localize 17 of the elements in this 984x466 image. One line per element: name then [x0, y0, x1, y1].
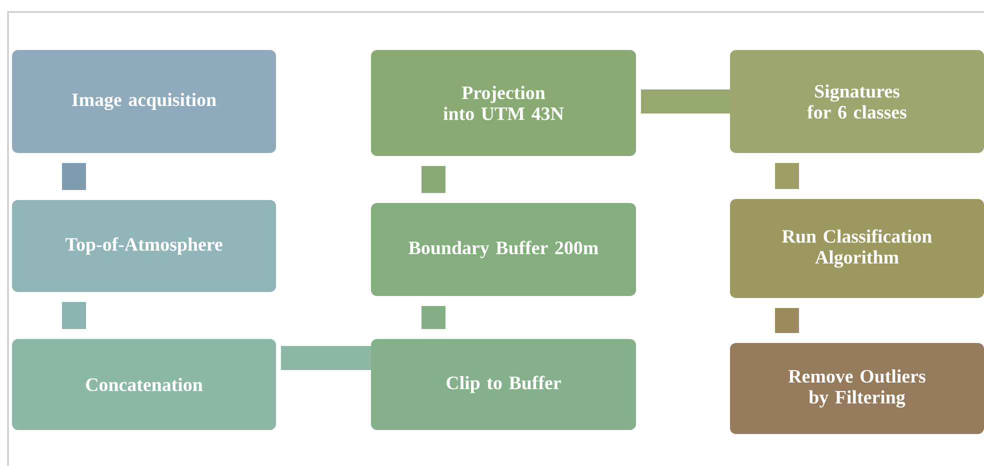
connector-bar	[62, 302, 86, 329]
process-box: Remove Outliers by Filtering	[730, 342, 984, 434]
connector-bar	[641, 89, 730, 114]
process-box: Run Classification Algorithm	[730, 198, 984, 298]
process-box: Top-of-Atmosphere	[12, 200, 276, 292]
connector-bar	[422, 306, 446, 329]
process-box: Image acquisition	[12, 50, 276, 153]
connector-bar	[775, 308, 799, 333]
process-box: Concatenation	[12, 338, 276, 430]
connector-bar	[62, 162, 86, 190]
connector-bar	[775, 162, 799, 189]
connector-bar	[422, 166, 446, 193]
process-box: Signatures for 6 classes	[730, 50, 984, 153]
process-box: Boundary Buffer 200m	[371, 202, 636, 296]
process-box: Projection into UTM 43N	[371, 50, 636, 156]
connector-bar	[281, 346, 371, 370]
process-box: Clip to Buffer	[371, 338, 636, 430]
